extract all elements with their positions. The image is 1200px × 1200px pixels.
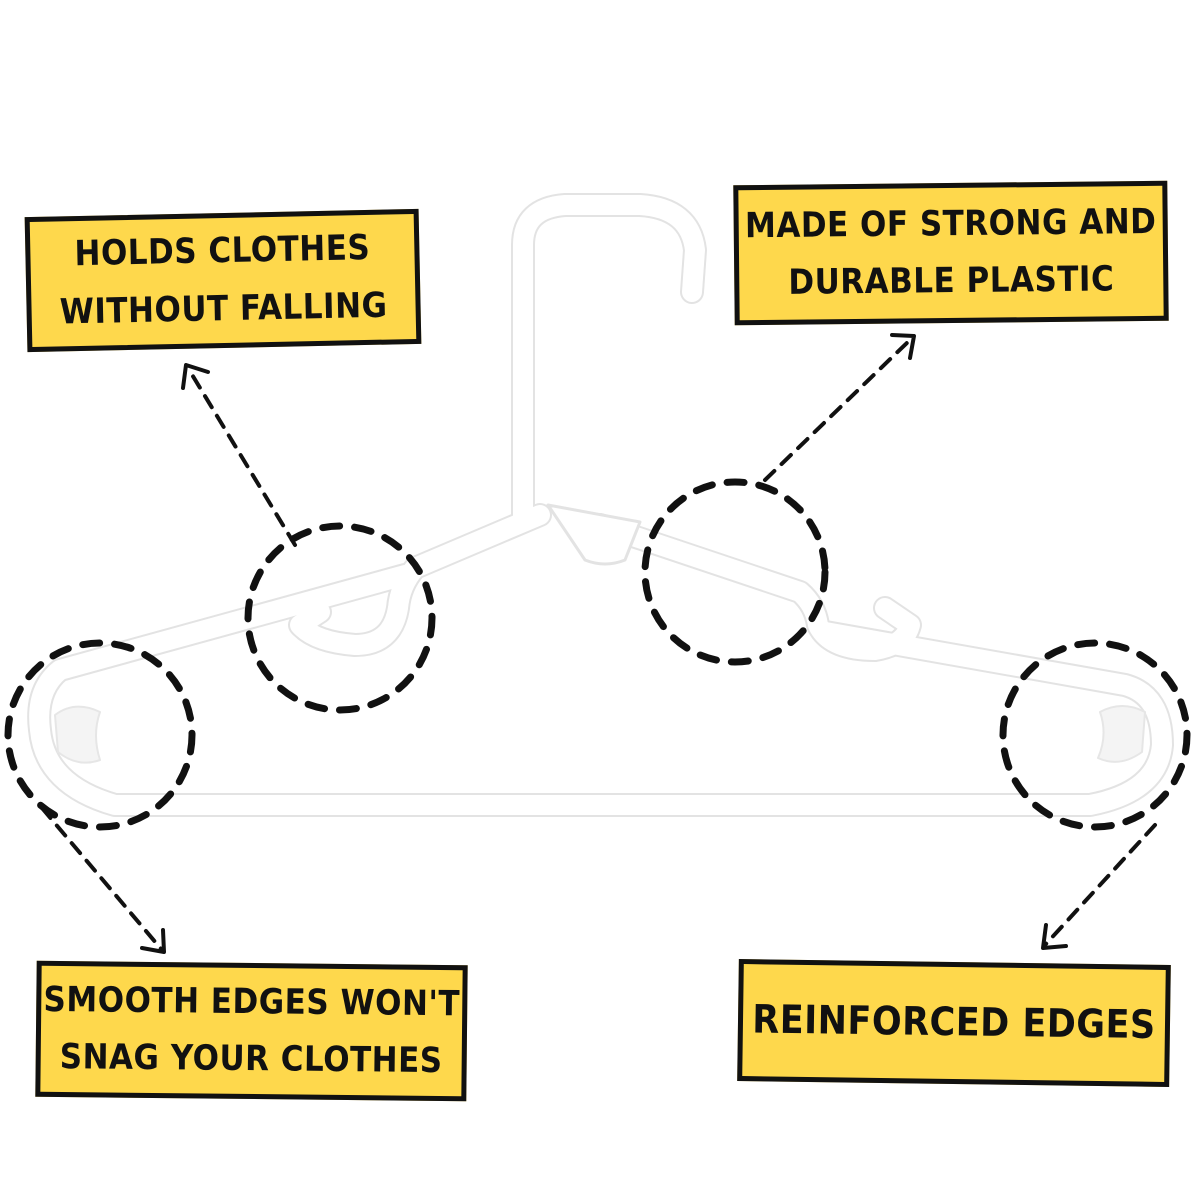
dashed-arrow-material — [763, 336, 914, 482]
dashed-arrow-reinforced — [1043, 823, 1157, 947]
callout-strong-plastic: MADE OF STRONG AND DURABLE PLASTIC — [733, 180, 1169, 326]
callout-reinforced-line1: REINFORCED EDGES — [751, 997, 1157, 1048]
arrowhead-smooth-icon — [140, 928, 166, 954]
hanger — [27, 193, 1174, 817]
dashed-arrow-smooth — [40, 806, 164, 952]
callout-holds-line2: WITHOUT FALLING — [59, 284, 388, 333]
callout-smooth-line2: SNAG YOUR CLOTHES — [59, 1036, 443, 1082]
dashed-circle-hook-left — [244, 522, 436, 714]
arrowhead-material-icon — [890, 333, 916, 360]
callout-material-line2: DURABLE PLASTIC — [788, 259, 1115, 303]
dashed-circle-edge-right — [999, 639, 1191, 831]
callout-smooth-edges: SMOOTH EDGES WON'T SNAG YOUR CLOTHES — [35, 960, 468, 1102]
dashed-arrow-holds — [186, 366, 297, 547]
callout-reinforced-edges: REINFORCED EDGES — [737, 958, 1171, 1088]
dashed-circle-edge-left — [4, 639, 196, 831]
arrowhead-reinforced-icon — [1041, 923, 1068, 950]
dashed-circle-hook-right — [641, 478, 829, 666]
callout-holds-clothes: HOLDS CLOTHES WITHOUT FALLING — [24, 208, 422, 353]
arrowhead-holds-icon — [181, 363, 210, 390]
